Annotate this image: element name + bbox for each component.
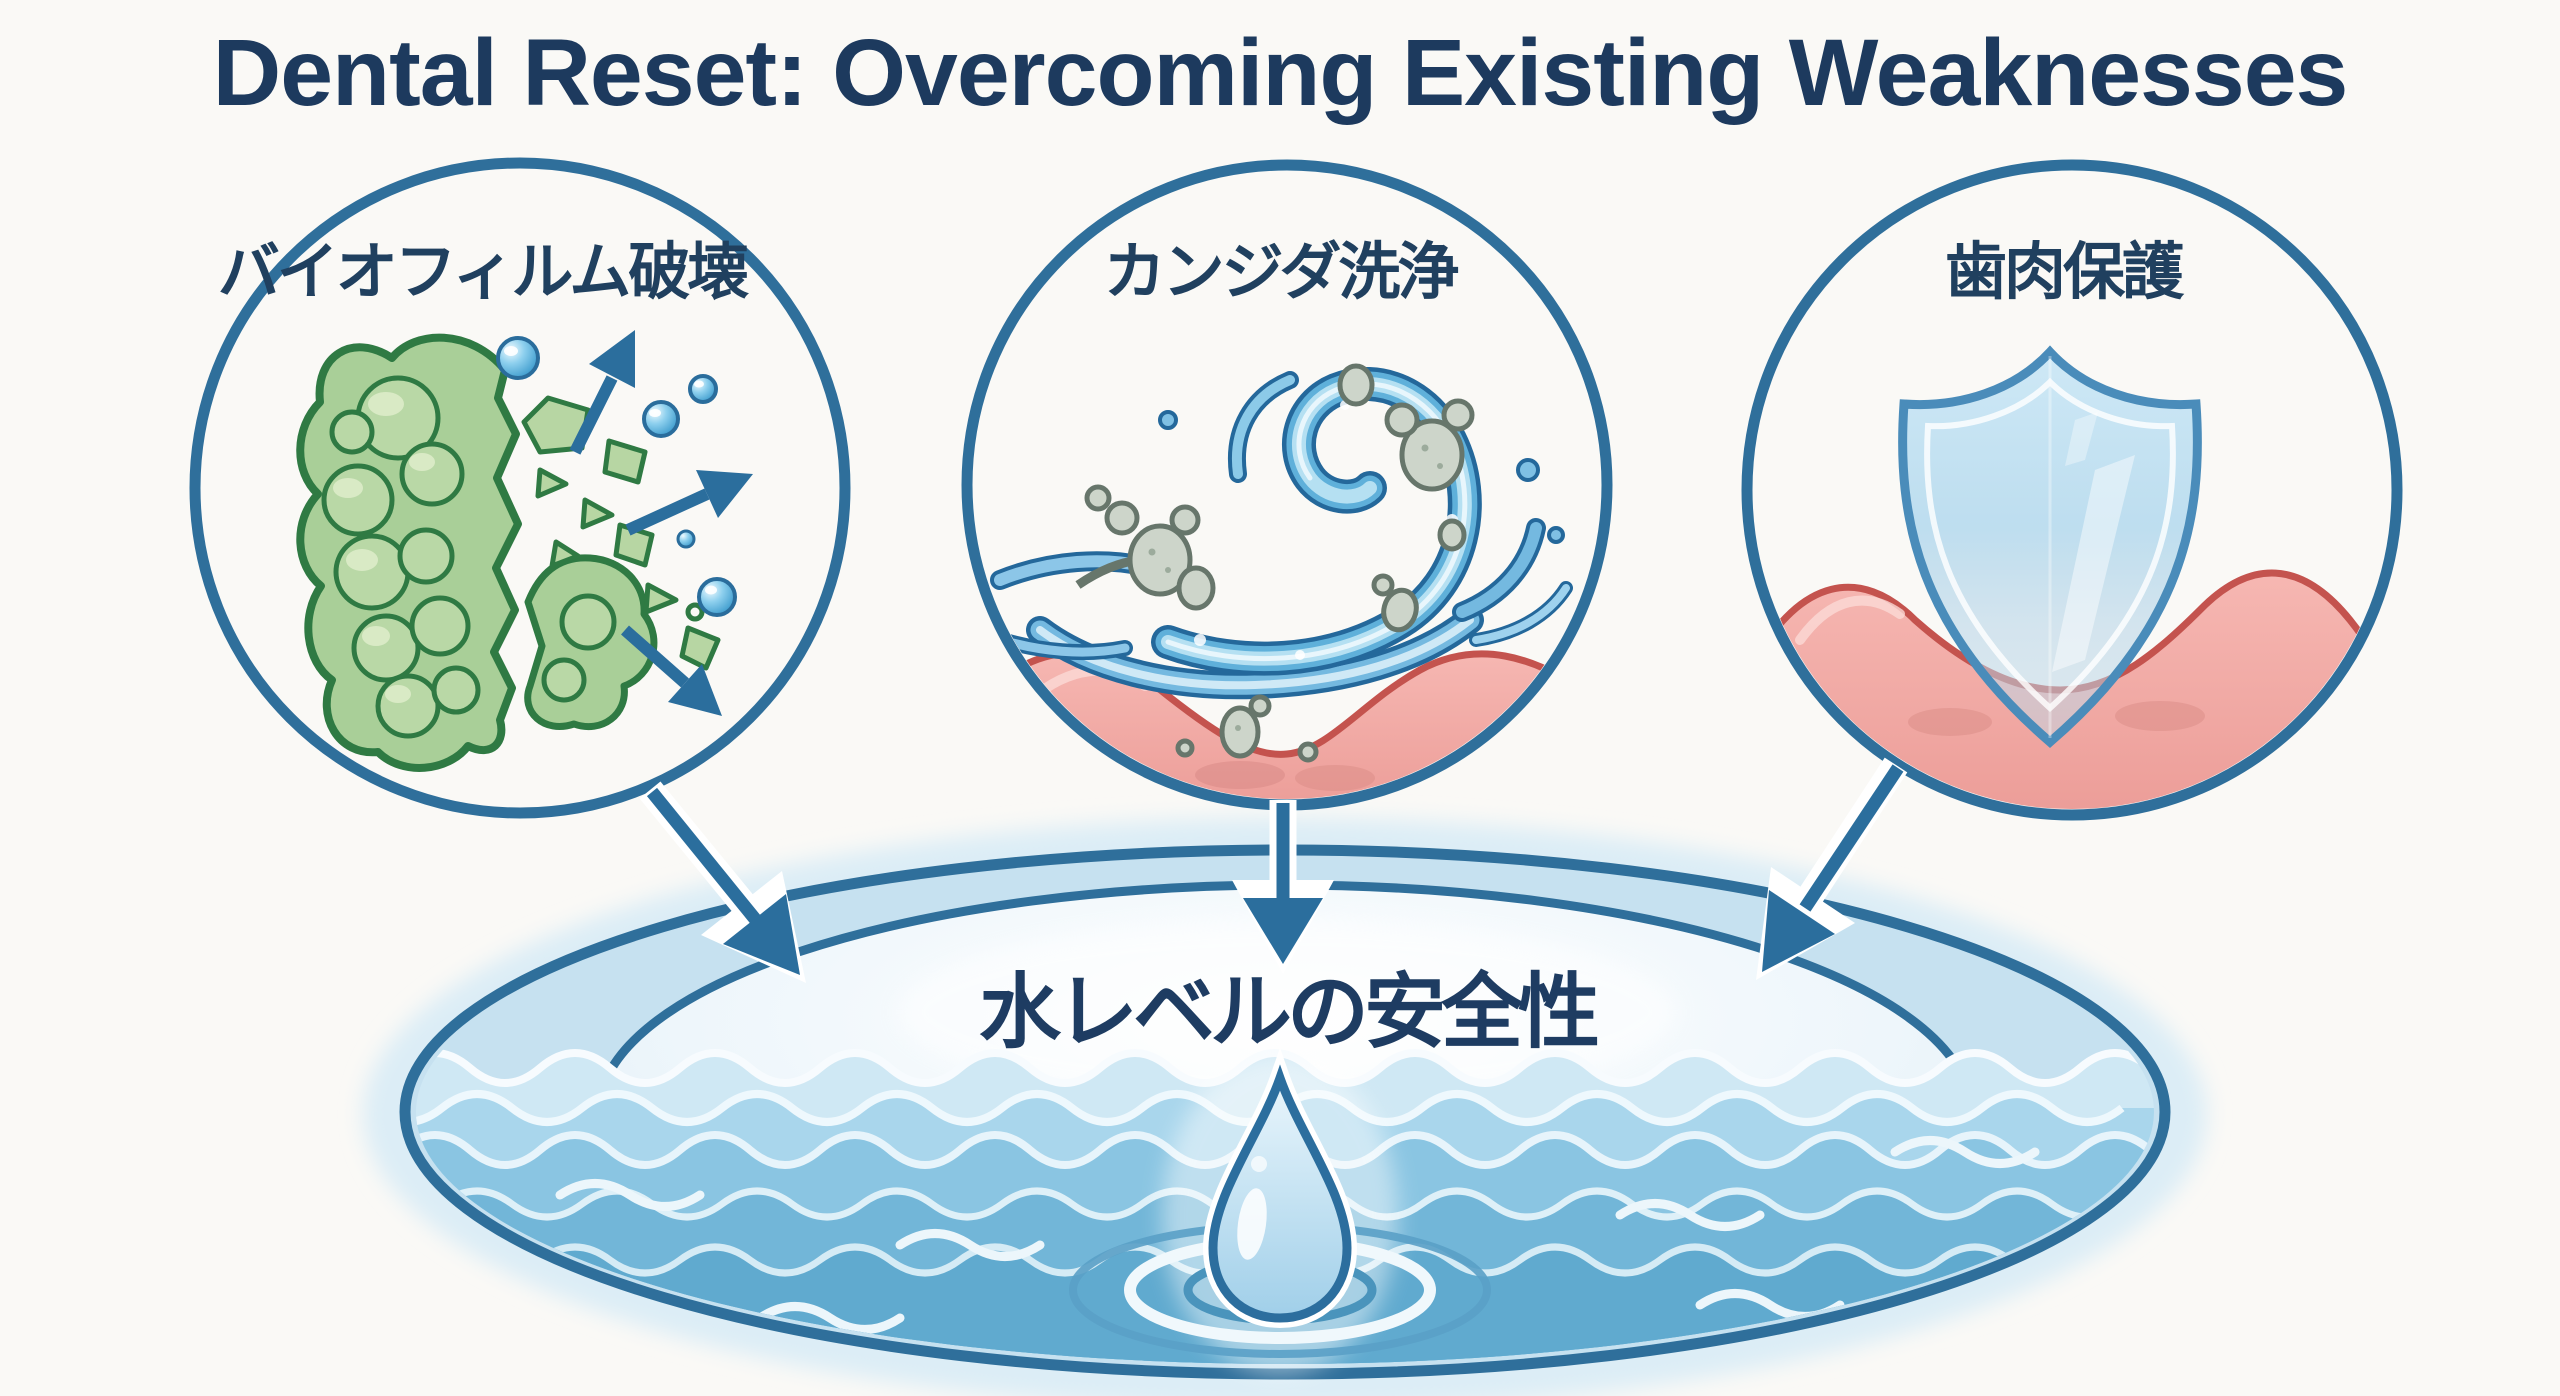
- bubble: [676, 529, 696, 549]
- connector-arrow-right: [1756, 757, 1908, 980]
- water-droplet-icon: [1069, 1047, 1491, 1375]
- water-pool: [363, 818, 2207, 1396]
- bubble: [688, 374, 718, 404]
- candida-wash-icon: [973, 363, 1601, 799]
- break-arrows: [569, 330, 753, 716]
- page-title: Dental Reset: Overcoming Existing Weakne…: [212, 20, 2349, 126]
- panel-circle-1: [189, 157, 851, 819]
- panel-label-candida: カンジダ洗浄: [1103, 238, 1460, 307]
- pool-label-glow: [897, 920, 1677, 1104]
- gum-shield-icon: [1753, 345, 2391, 809]
- protection-shield: [1898, 345, 2202, 748]
- biofilm-breakup-icon: [296, 330, 753, 772]
- bubble: [642, 400, 680, 438]
- pool-label: 水レベルの安全性: [978, 967, 1600, 1058]
- connector-arrow-middle: [1232, 800, 1334, 974]
- bubble: [496, 336, 540, 380]
- biofilm-fragments: [521, 395, 721, 671]
- connector-arrow-left: [639, 781, 806, 983]
- bubbles: [496, 336, 737, 617]
- bubble: [697, 577, 737, 617]
- panel-circle-3: [1741, 159, 2403, 821]
- candida-cells: [1075, 363, 1475, 763]
- biofilm-blob: [296, 333, 658, 772]
- wave-highlights: [555, 1136, 2040, 1334]
- panel-label-gum: 歯肉保護: [1944, 238, 2184, 307]
- panel-label-biofilm: バイオフィルム破壊: [217, 238, 750, 307]
- wave-swirl: [987, 367, 1573, 700]
